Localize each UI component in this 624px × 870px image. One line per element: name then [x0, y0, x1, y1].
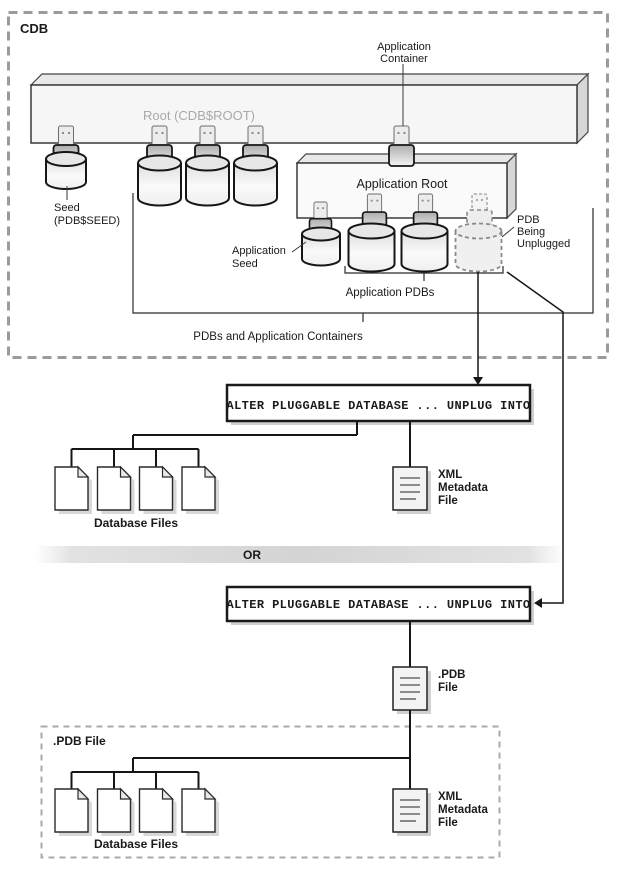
xml-metadata-file-icon — [392, 788, 432, 837]
pdbs-and-app-containers-bracket — [132, 193, 594, 322]
unplug-command-text-bottom: ALTER PLUGGABLE DATABASE ... UNPLUG INTO — [226, 598, 530, 612]
or-divider-band — [35, 546, 565, 563]
database-file-icon — [181, 466, 220, 515]
unplug-command-text-top: ALTER PLUGGABLE DATABASE ... UNPLUG INTO — [226, 399, 530, 413]
application-pdb-cylinder-icon — [347, 222, 396, 273]
bottom-file-tree-connectors — [70, 710, 411, 789]
application-seed-cylinder-icon — [301, 226, 341, 267]
unplugged-pdb-cylinder-icon — [454, 222, 503, 273]
application-pdbs-label: Application PDBs — [346, 287, 435, 299]
database-files-label-top: Database Files — [94, 516, 178, 530]
pdbs-and-app-containers-label: PDBs and Application Containers — [193, 331, 363, 343]
application-container-label-line1: Application — [377, 41, 431, 53]
pdb-file-label-line2: File — [438, 682, 458, 694]
pdb-file-contents-box-border — [40, 725, 501, 859]
root-label: Root (CDB$ROOT) — [143, 108, 255, 123]
pdb-file-label-line1: .PDB — [438, 669, 465, 681]
database-file-icon — [138, 466, 178, 515]
application-seed-callout-line — [291, 241, 307, 253]
application-pdb-cylinder-icon — [400, 222, 449, 273]
unplug-arrow-to-top-command — [473, 272, 483, 385]
database-file-icon — [138, 788, 178, 837]
database-file-icon — [96, 466, 136, 515]
seed-cylinder-icon — [45, 151, 87, 190]
cdb-label: CDB — [20, 21, 48, 36]
top-file-tree-connectors — [70, 421, 411, 467]
xml-metadata-file-label-bottom-line2: Metadata — [438, 804, 488, 816]
application-pdbs-bracket — [344, 266, 504, 281]
xml-metadata-file-label-bottom-line1: XML — [438, 791, 462, 803]
seed-label-line2: (PDB$SEED) — [54, 215, 120, 227]
xml-metadata-file-label-top-line3: File — [438, 495, 458, 507]
unplug-command-box-bottom — [225, 585, 534, 625]
cdb-container-border — [7, 11, 609, 359]
seed-label-line1: Seed — [54, 202, 80, 214]
root-slab — [29, 72, 590, 145]
database-file-icon — [96, 788, 136, 837]
pdb-being-unplugged-label-line1: PDB — [517, 214, 540, 226]
pdb-cylinder-icon — [233, 154, 278, 207]
xml-metadata-file-label-bottom-line3: File — [438, 817, 458, 829]
database-files-label-bottom: Database Files — [94, 837, 178, 851]
unplug-command-box-top — [225, 383, 534, 425]
pdb-cylinder-icon — [137, 154, 182, 207]
application-seed-label-line2: Seed — [232, 258, 258, 270]
unplug-arrow-to-bottom-command — [506, 271, 564, 608]
database-file-icon — [54, 466, 93, 515]
application-container-label-line2: Container — [380, 53, 428, 65]
application-root-label: Application Root — [356, 177, 448, 191]
application-seed-label-line1: Application — [232, 245, 286, 257]
pdb-being-unplugged-label-line3: Unplugged — [517, 238, 570, 250]
xml-metadata-file-label-top-line1: XML — [438, 469, 462, 481]
database-file-icon — [181, 788, 220, 837]
xml-metadata-file-icon — [392, 466, 432, 515]
database-file-icon — [54, 788, 93, 837]
unplugged-pdb-callout-line — [501, 226, 515, 238]
xml-metadata-file-label-top-line2: Metadata — [438, 482, 488, 494]
pdb-file-box-label: .PDB File — [53, 734, 106, 748]
pdb-file-icon — [392, 666, 432, 715]
pdb-being-unplugged-label-line2: Being — [517, 226, 545, 238]
pdb-cylinder-icon — [185, 154, 230, 207]
or-divider-label: OR — [243, 548, 261, 562]
